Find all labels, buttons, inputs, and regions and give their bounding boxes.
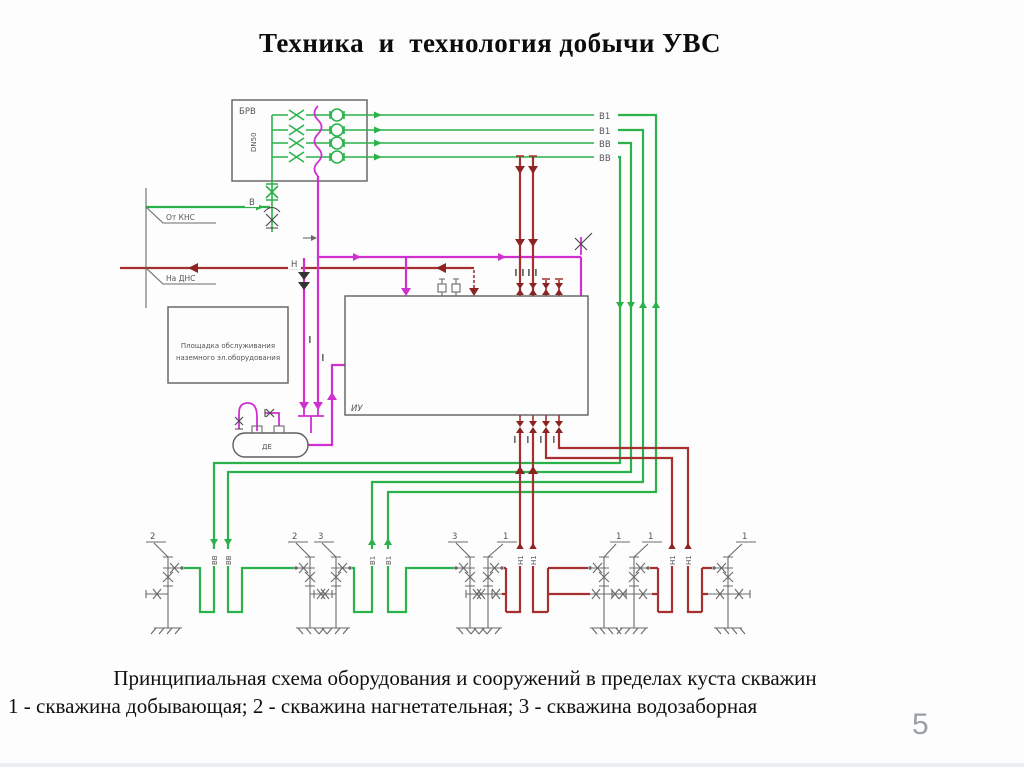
bottom-strip: [0, 763, 1024, 767]
well-number-labels: 2 2 3 3 1 1 1 1: [146, 532, 756, 558]
riser-tags: ВВ ВВ В1 В1 Н1 Н1 Н1 Н1: [209, 549, 693, 566]
brv-row-valves: [272, 108, 594, 164]
line-label-bb-1: ВВ: [599, 140, 611, 150]
iu-block: ИУ: [344, 278, 589, 416]
page-number: 5: [912, 708, 929, 741]
riser-tag: В1: [385, 556, 393, 565]
caption-line-2: 1 - скважина добывающая; 2 - скважина на…: [8, 694, 758, 718]
well-number: 3: [452, 532, 457, 542]
well-number: 2: [292, 532, 297, 542]
iu-label: ИУ: [351, 404, 363, 414]
de-label: ДЕ: [262, 443, 272, 451]
riser-tag: Н1: [530, 555, 538, 565]
slide-title: Техника и технология добычи УВС: [258, 28, 722, 58]
line-label-b1-2: В1: [599, 127, 610, 137]
water-lines: В1 В1 ВВ ВВ: [184, 108, 660, 614]
oil-lines-bottom: [502, 415, 712, 614]
riser-tag: ВВ: [211, 555, 219, 565]
drain-hose-zigzag: [313, 105, 323, 177]
riser-tag: ВВ: [225, 555, 233, 565]
well-number: 2: [150, 532, 155, 542]
caption-line-1: Принципиальная схема оборудования и соор…: [113, 666, 817, 690]
platform-box: Площадка обслуживания наземного эл.обору…: [167, 306, 289, 384]
platform-label-2: наземного эл.оборудования: [176, 354, 280, 362]
riser-tag: Н1: [685, 555, 693, 565]
pressure-instruments: [437, 278, 461, 296]
well-number: 3: [318, 532, 323, 542]
brv-label: БРВ: [239, 107, 256, 117]
line-label-b1-1: В1: [599, 112, 610, 122]
kns-dns-lines: В От КНС Н На ДНС: [120, 181, 474, 308]
to-dns-label: На ДНС: [166, 274, 195, 283]
well-number: 1: [742, 532, 747, 542]
oil-lines-top: [469, 155, 563, 296]
well-number: 1: [503, 532, 508, 542]
wellheads: 2 2 3 3 1 1 1 1: [145, 532, 756, 635]
riser-tag: В1: [369, 556, 377, 565]
from-kns-label: От КНС: [166, 213, 195, 222]
brv-block: БРВ DN50: [231, 99, 594, 182]
water-line-label: В: [249, 198, 255, 208]
separator-de: ДЕ: [232, 425, 309, 458]
drain-lines: [234, 176, 593, 447]
well-number: 1: [648, 532, 653, 542]
line-label-bb-2: ВВ: [599, 154, 611, 164]
riser-tag: Н1: [669, 555, 677, 565]
riser-tag: Н1: [517, 555, 525, 565]
oil-line-label: Н: [291, 260, 297, 270]
well-number: 1: [616, 532, 621, 542]
brv-dn-label: DN50: [250, 132, 258, 152]
platform-label-1: Площадка обслуживания: [181, 342, 275, 350]
